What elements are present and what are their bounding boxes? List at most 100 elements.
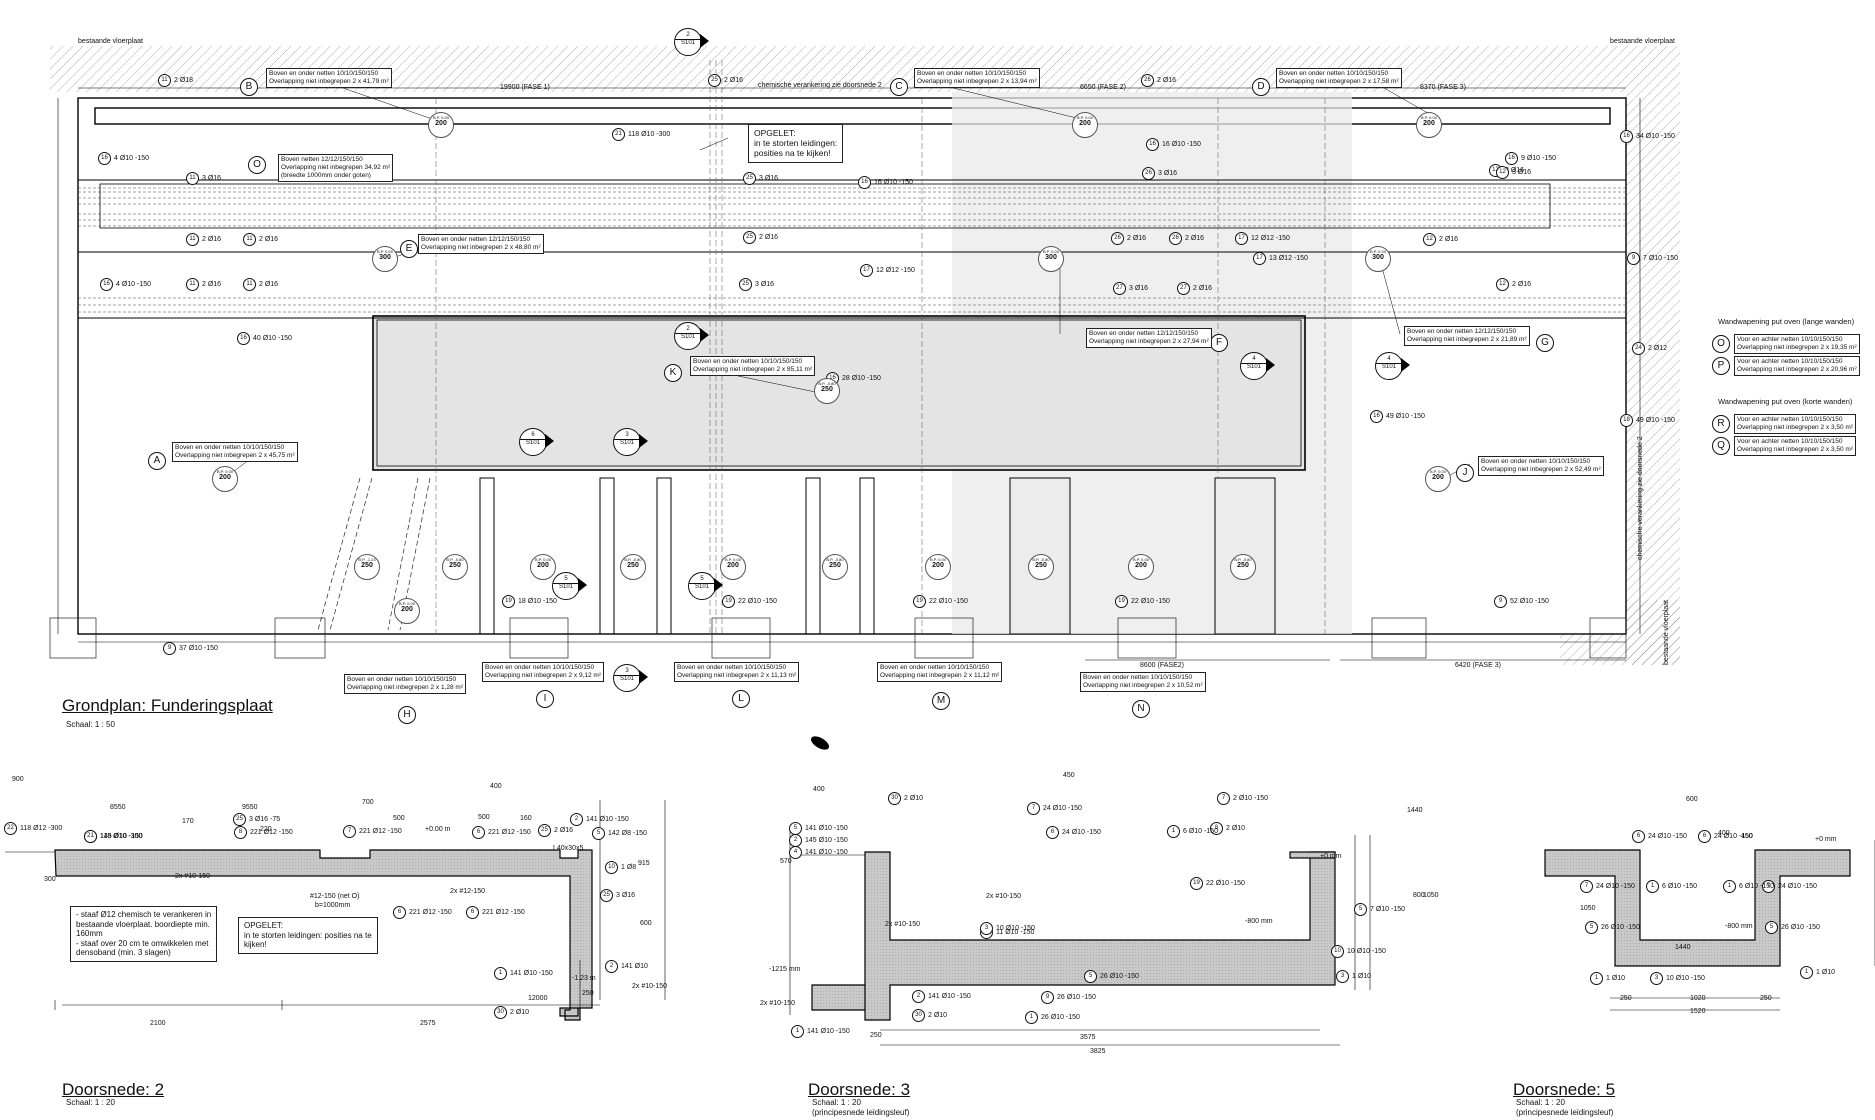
bar-spec: 118 Ø12 -300	[20, 825, 63, 832]
bar-mark-circle: 25	[743, 172, 756, 185]
bar-mark-circle: 27	[1177, 282, 1190, 295]
mesh-tag-line: Overlapping niet inbegrepen 2 x 52,49 m²	[1481, 466, 1601, 474]
dimension-value: 400	[813, 786, 825, 793]
section-marker-number: 3	[614, 429, 640, 440]
legend-title-long: Wandwapening put oven (lange wanden)	[1718, 317, 1855, 326]
dimension-value: 800	[1413, 892, 1425, 899]
slab-outline	[77, 97, 1627, 635]
bar-spec: 9 Ø10 -150	[1521, 155, 1557, 162]
level-position-value: 300	[1045, 254, 1057, 261]
bar-spec: 2 Ø16	[202, 236, 222, 243]
bar-spec: 49 Ø10 -150	[1386, 413, 1425, 420]
mesh-tag-line: Overlapping niet inbegrepen 2 x 17,58 m²	[1279, 78, 1399, 86]
legend-mesh-id: R	[1712, 415, 1730, 434]
bar-mark-circle: 9	[1627, 252, 1640, 265]
legend-mesh-id: O	[1712, 335, 1730, 354]
bar-spec: 22 Ø10 -150	[1206, 880, 1245, 887]
bar-spec: 141 Ø10 -150	[805, 849, 848, 856]
bar-mark-circle: 21	[612, 128, 625, 141]
mesh-tag-line: Boven netten 12/12/150/150	[281, 156, 363, 163]
bar-spec: 2 Ø16	[1185, 235, 1205, 242]
bar-spec: 3 Ø16	[1158, 170, 1178, 177]
legend-tag-line: Voor en achter netten 10/10/150/150	[1737, 438, 1843, 445]
mesh-id-circle: E	[400, 240, 418, 258]
bar-spec: 2 Ø10	[1226, 825, 1246, 832]
scale-subline: (principesnede leidingsleuf)	[1516, 1108, 1614, 1117]
bar-spec: 3 Ø16	[616, 892, 636, 899]
dimension-value: 500	[478, 814, 490, 821]
dimension-value: 8550	[110, 804, 126, 811]
section-annotation: 2x #10-150	[175, 873, 211, 880]
section-arrow-icon	[1266, 358, 1275, 372]
bar-spec: 7 Ø10 -150	[1643, 255, 1679, 262]
legend-tag-line: Voor en achter netten 10/10/150/150	[1737, 336, 1843, 343]
level-position-value: 200	[435, 120, 447, 127]
bar-mark-circle: 26	[1111, 232, 1124, 245]
bar-spec: 2 Ø16	[1127, 235, 1147, 242]
bar-spec: 3 Ø16	[759, 175, 779, 182]
section-marker-sheet: S101	[619, 675, 634, 682]
bar-spec: 24 Ø10 -150	[1648, 833, 1687, 840]
bar-spec: 3 Ø16	[1505, 167, 1525, 174]
phase-3-bottom-dim: 6420 (FASE 3)	[1455, 662, 1501, 669]
section-marker-sheet: S101	[558, 583, 573, 590]
bar-mark-circle: 6	[393, 906, 406, 919]
bar-mark-circle: 1	[1646, 880, 1659, 893]
bar-spec: 1 Ø8	[621, 864, 637, 871]
bar-spec: 11 Ø10 -150	[996, 929, 1035, 936]
legend-mesh-id: P	[1712, 357, 1730, 376]
level-position-elevation: B.P. 0.00	[217, 469, 233, 474]
bar-spec: 142 Ø8 -150	[608, 830, 647, 837]
dimension-value: 250	[1620, 995, 1632, 1002]
mesh-tag-line: Overlapping niet inbegrepen 2 x 27,94 m²	[1089, 338, 1209, 346]
bar-spec: 3 Ø16	[1512, 169, 1532, 176]
bar-mark-circle: 22	[4, 822, 17, 835]
dimension-value: 1050	[1580, 905, 1596, 912]
bar-spec: 1 Ø10	[1606, 975, 1626, 982]
level-position-elevation: B.P. 0.00	[399, 601, 415, 606]
bar-mark-circle: 3	[1650, 972, 1663, 985]
legend-mesh-id: Q	[1712, 437, 1730, 456]
note-line: - staaf over 20 cm te omwikkelen met	[76, 938, 209, 948]
legend-tag-line: Overlapping niet inbegrepen 2 x 3,50 m²	[1737, 446, 1853, 454]
section-3-profile	[811, 851, 1336, 1021]
section-marker-number: 4	[1376, 353, 1402, 364]
bar-spec: 118 Ø10 -300	[628, 131, 671, 138]
bar-mark-circle: 3	[980, 922, 993, 935]
section-marker-sheet: S101	[1381, 363, 1396, 370]
